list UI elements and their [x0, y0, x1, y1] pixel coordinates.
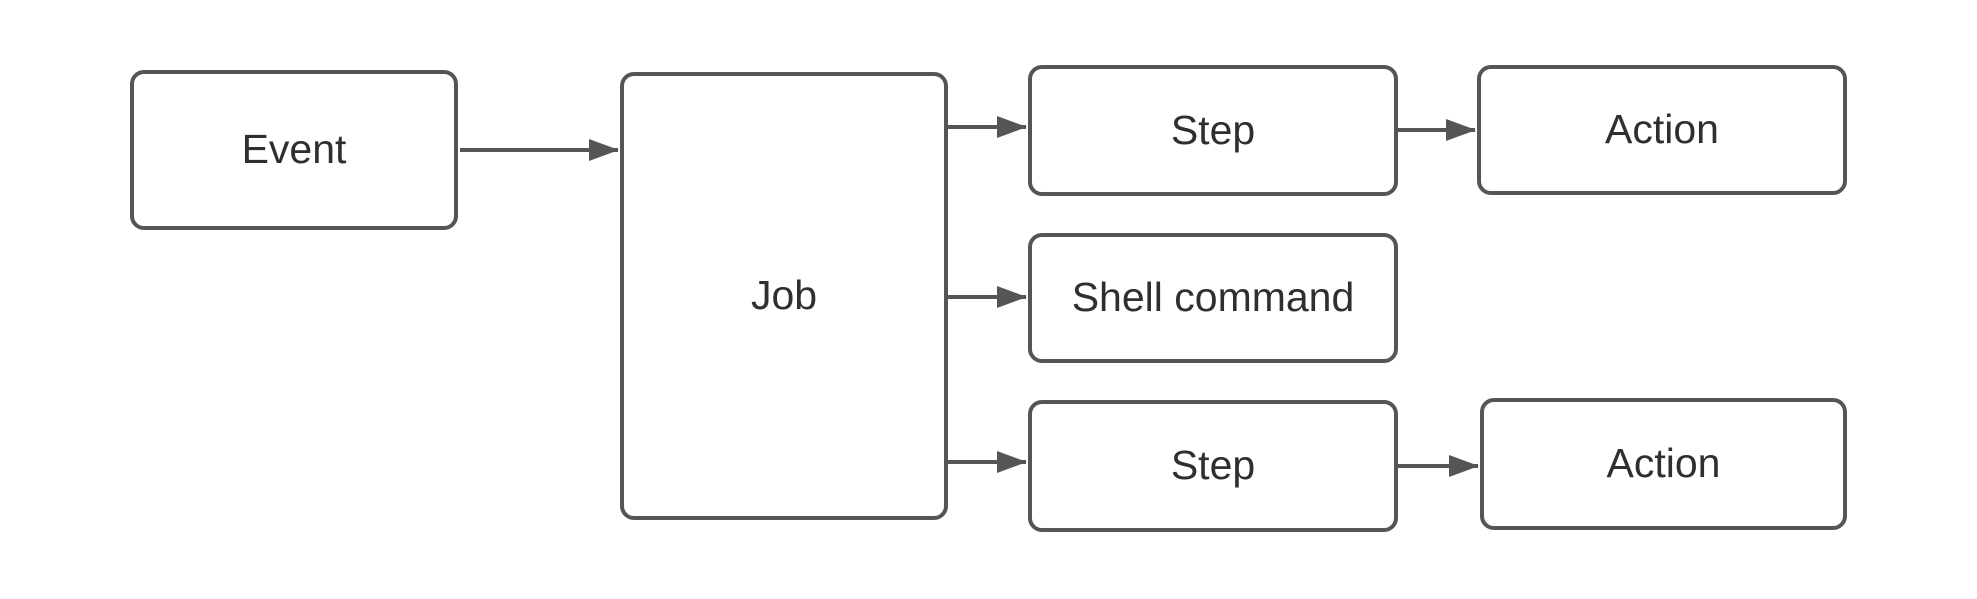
node-shell-command-label: Shell command	[1071, 274, 1355, 321]
node-step-top-label: Step	[1170, 106, 1256, 153]
node-action-bottom: Action	[1480, 398, 1847, 530]
node-step-bottom: Step	[1028, 400, 1398, 532]
node-action-bottom-label: Action	[1606, 440, 1721, 487]
node-job-label: Job	[750, 272, 818, 319]
node-event: Event	[130, 70, 458, 230]
node-step-top: Step	[1028, 65, 1398, 196]
node-action-top: Action	[1477, 65, 1847, 195]
node-event-label: Event	[241, 126, 347, 173]
node-action-top-label: Action	[1605, 106, 1719, 153]
node-step-bottom-label: Step	[1170, 442, 1256, 489]
node-shell-command: Shell command	[1028, 233, 1398, 363]
node-job: Job	[620, 72, 948, 520]
